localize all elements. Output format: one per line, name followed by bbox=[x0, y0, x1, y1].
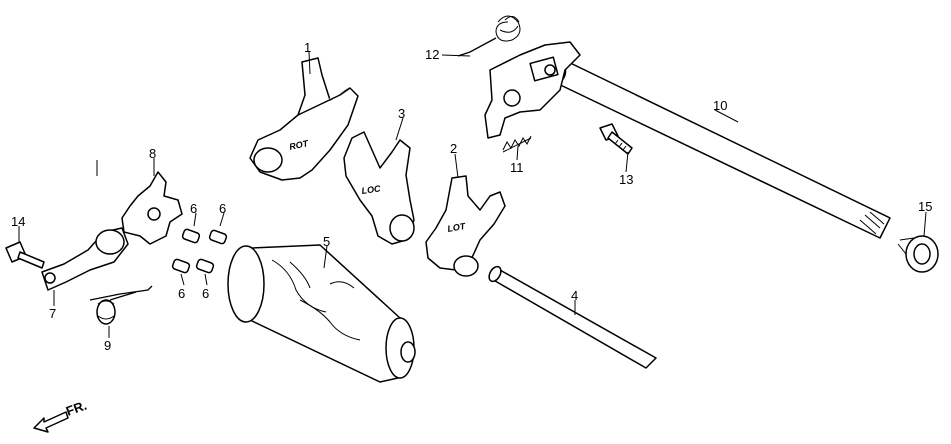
callout-11: 11 bbox=[510, 160, 524, 175]
fork2-stamp: LOT bbox=[447, 221, 468, 234]
callout-13: 13 bbox=[619, 172, 633, 187]
part-13-bolt bbox=[599, 123, 633, 155]
leader-lines bbox=[18, 51, 927, 338]
callout-6d: 6 bbox=[202, 286, 209, 301]
part-8-stopper-plate bbox=[121, 171, 183, 245]
callout-1: 1 bbox=[304, 40, 311, 55]
shift-arm-assembly bbox=[484, 41, 581, 139]
part-1-shift-fork: ROT bbox=[249, 57, 359, 181]
callouts: 1 3 2 4 5 6 6 6 6 7 8 9 10 11 12 13 14 1… bbox=[11, 40, 932, 353]
callout-7: 7 bbox=[49, 306, 56, 321]
callout-14: 14 bbox=[11, 214, 25, 229]
callout-2: 2 bbox=[450, 141, 457, 156]
front-arrow-icon bbox=[33, 411, 69, 433]
part-7-stopper-arm bbox=[41, 227, 129, 291]
callout-15: 15 bbox=[918, 199, 932, 214]
part-9-torsion-spring bbox=[89, 285, 153, 325]
part-4-fork-shaft bbox=[488, 265, 657, 369]
callout-6a: 6 bbox=[190, 201, 197, 216]
part-15-oil-seal bbox=[897, 235, 939, 273]
callout-4: 4 bbox=[571, 288, 578, 303]
front-direction-label: FR. bbox=[64, 398, 89, 419]
callout-12: 12 bbox=[425, 47, 439, 62]
front-direction-indicator: FR. bbox=[33, 398, 89, 433]
part-3-shift-fork: LOC bbox=[343, 131, 415, 245]
part-10-shift-shaft bbox=[543, 53, 891, 239]
fork1-stamp: ROT bbox=[288, 138, 310, 152]
part-14-bolt bbox=[5, 241, 45, 269]
part-12-return-spring bbox=[457, 15, 521, 57]
callout-3: 3 bbox=[398, 106, 405, 121]
callout-6b: 6 bbox=[219, 201, 226, 216]
part-6-dowel-pins bbox=[171, 228, 228, 274]
fork3-stamp: LOC bbox=[361, 183, 382, 196]
callout-9: 9 bbox=[104, 338, 111, 353]
part-2-shift-fork: LOT bbox=[425, 175, 506, 277]
part-5-shift-drum bbox=[227, 244, 416, 383]
callout-6c: 6 bbox=[178, 286, 185, 301]
callout-8: 8 bbox=[149, 146, 156, 161]
callout-5: 5 bbox=[323, 234, 330, 249]
part-11-spring bbox=[502, 135, 532, 153]
callout-10: 10 bbox=[713, 98, 727, 113]
